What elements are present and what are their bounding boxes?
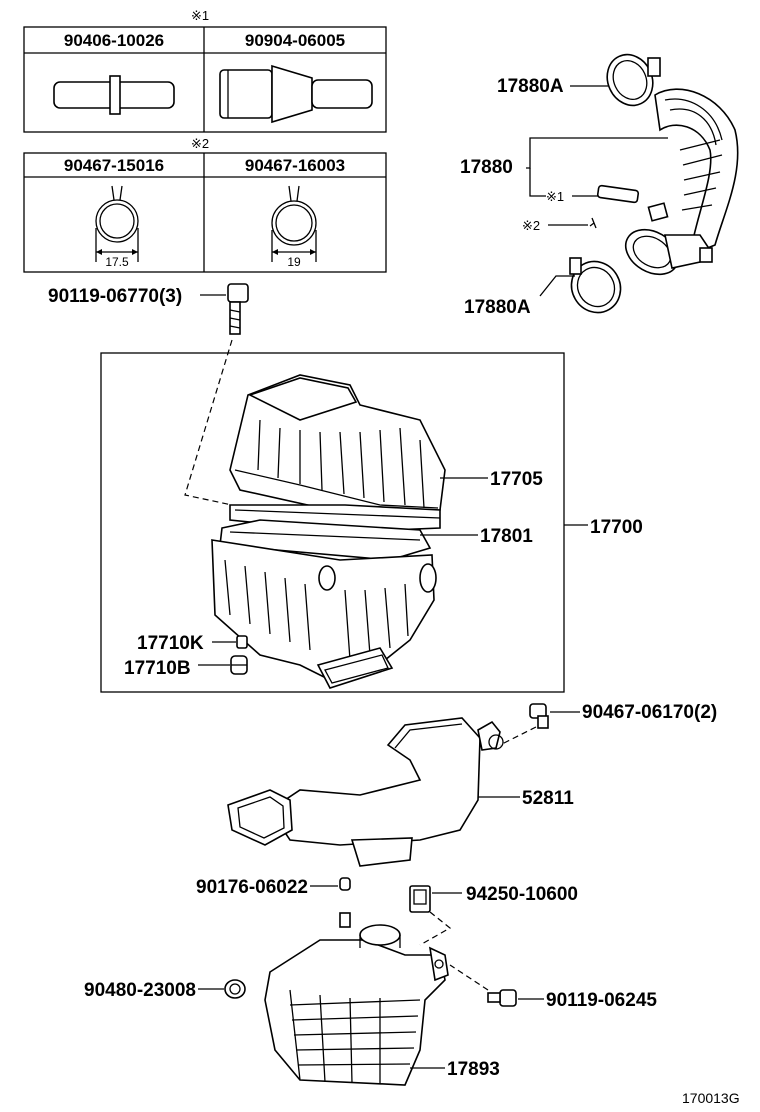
hose-clamp-large-icon xyxy=(271,185,317,262)
label-90119-06245: 90119-06245 xyxy=(546,990,657,1011)
reducer-union-icon xyxy=(219,64,373,124)
label-note2: ※2 xyxy=(522,218,540,233)
table2-col1-header: 90467-15016 xyxy=(64,156,164,175)
hose-clamp-small-icon xyxy=(95,185,139,262)
bolt-bottom-icon xyxy=(487,989,517,1007)
figure-code: 170013G xyxy=(682,1090,740,1106)
grommet-icon xyxy=(339,877,351,891)
label-17710K: 17710K xyxy=(137,633,204,654)
table2-col2-header: 90467-16003 xyxy=(245,156,345,175)
label-90119-06770: 90119-06770(3) xyxy=(48,286,182,307)
dimension-17-5: 17.5 xyxy=(105,255,129,269)
air-cleaner-assy-box xyxy=(100,352,565,693)
table1-col2-header: 90904-06005 xyxy=(245,31,345,50)
nut-icon xyxy=(409,885,431,913)
label-17700: 17700 xyxy=(590,517,643,538)
air-cleaner-drawing xyxy=(211,374,446,689)
label-17880: 17880 xyxy=(460,157,513,178)
label-17705: 17705 xyxy=(490,469,543,490)
label-90176-06022: 90176-06022 xyxy=(196,877,308,898)
table2 xyxy=(23,152,387,273)
bolt-icon xyxy=(227,283,249,335)
label-17893: 17893 xyxy=(447,1059,500,1080)
label-17801: 17801 xyxy=(480,526,533,547)
label-17880A-bottom: 17880A xyxy=(464,297,531,318)
dimension-19: 19 xyxy=(287,255,301,269)
table1-mark: ※1 xyxy=(191,8,209,23)
table1 xyxy=(23,26,387,133)
label-17710B: 17710B xyxy=(124,658,191,679)
label-52811: 52811 xyxy=(522,788,574,809)
resonator-drawing xyxy=(264,912,449,1086)
label-17880A-top: 17880A xyxy=(497,76,564,97)
intake-hose-drawing xyxy=(569,53,739,314)
straight-union-icon xyxy=(53,75,175,115)
label-94250-10600: 94250-10600 xyxy=(466,884,578,905)
table1-col1-header: 90406-10026 xyxy=(64,31,164,50)
label-note1: ※1 xyxy=(546,189,564,204)
plug-icon xyxy=(224,979,246,999)
inlet-duct-drawing xyxy=(227,717,504,867)
label-90480-23008: 90480-23008 xyxy=(84,980,196,1001)
table2-mark: ※2 xyxy=(191,136,209,151)
label-90467-06170: 90467-06170(2) xyxy=(582,702,717,723)
clip-bolt-icon xyxy=(529,703,549,729)
